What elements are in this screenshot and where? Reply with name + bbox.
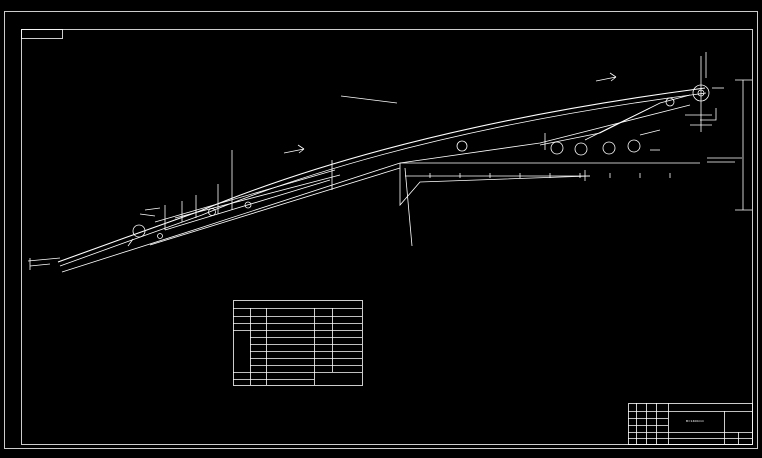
snub-pulley (550, 141, 564, 155)
structure-line-2 (164, 179, 331, 231)
head-pulley-assembly (665, 52, 752, 211)
outer-sheet-border (4, 11, 758, 449)
title-block-frame (628, 403, 753, 445)
belt-direction-arrow-2 (595, 72, 617, 82)
tail-pulley (132, 224, 146, 238)
note-text-line (340, 95, 398, 104)
loading-idler-2 (244, 201, 252, 209)
take-up-pulley (602, 141, 616, 155)
structure-line (149, 167, 401, 246)
title-block: B=1400mm (628, 403, 753, 445)
spec-table (233, 300, 363, 386)
drive-pulley (574, 142, 588, 156)
structure-line-4 (174, 174, 341, 219)
upper-belt-line (57, 87, 706, 263)
tail-section (27, 150, 333, 270)
title-block-line2: B=1400mm (686, 419, 704, 423)
structure-line-3 (154, 169, 336, 223)
bend-pulley (456, 140, 468, 152)
inclined-strut (404, 167, 413, 247)
tail-idler (157, 233, 163, 239)
direction-arrows (283, 72, 617, 154)
belt-direction-arrow (283, 144, 305, 154)
return-belt-line (61, 104, 691, 273)
conveyor-profile (57, 87, 707, 273)
head-snub-pulley (665, 97, 675, 107)
upper-belt-line-2 (59, 92, 707, 267)
tail-elevation-label (27, 257, 61, 262)
spec-table-frame (233, 300, 363, 386)
support-frame (399, 163, 591, 207)
corner-label-box (21, 29, 63, 39)
loading-idler (208, 208, 216, 216)
support-structure (399, 162, 700, 247)
drive-section (456, 94, 691, 181)
bend-pulley-2 (627, 139, 641, 153)
inner-drawing-frame (21, 29, 753, 445)
